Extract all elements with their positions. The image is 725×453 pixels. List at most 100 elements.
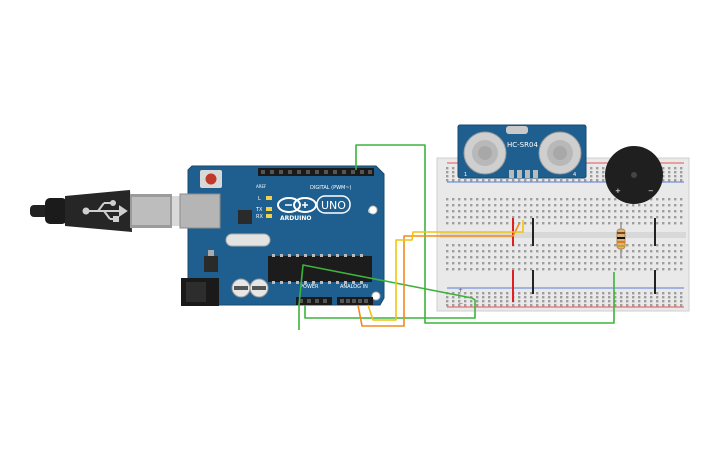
breadboard-hole[interactable] bbox=[662, 244, 665, 247]
breadboard-hole[interactable] bbox=[596, 296, 599, 299]
breadboard-hole[interactable] bbox=[566, 222, 569, 225]
breadboard-hole[interactable] bbox=[602, 304, 605, 307]
power-header[interactable] bbox=[296, 297, 332, 305]
breadboard-hole[interactable] bbox=[548, 244, 551, 247]
breadboard-hole[interactable] bbox=[542, 222, 545, 225]
breadboard-hole[interactable] bbox=[590, 216, 593, 219]
breadboard-hole[interactable] bbox=[626, 256, 629, 259]
breadboard[interactable]: + − bbox=[436, 157, 690, 312]
breadboard-hole[interactable] bbox=[668, 171, 671, 174]
breadboard-hole[interactable] bbox=[662, 250, 665, 253]
breadboard-hole[interactable] bbox=[566, 300, 569, 303]
breadboard-hole[interactable] bbox=[506, 244, 509, 247]
breadboard-hole[interactable] bbox=[572, 292, 575, 295]
breadboard-hole[interactable] bbox=[602, 268, 605, 271]
breadboard-hole[interactable] bbox=[572, 179, 575, 182]
breadboard-hole[interactable] bbox=[674, 304, 677, 307]
breadboard-hole[interactable] bbox=[536, 244, 539, 247]
breadboard-hole[interactable] bbox=[596, 198, 599, 201]
breadboard-hole[interactable] bbox=[476, 216, 479, 219]
breadboard-hole[interactable] bbox=[644, 244, 647, 247]
breadboard-hole[interactable] bbox=[554, 179, 557, 182]
breadboard-hole[interactable] bbox=[662, 256, 665, 259]
breadboard-hole[interactable] bbox=[512, 262, 515, 265]
breadboard-hole[interactable] bbox=[584, 210, 587, 213]
breadboard-hole[interactable] bbox=[650, 256, 653, 259]
breadboard-hole[interactable] bbox=[578, 222, 581, 225]
breadboard-hole[interactable] bbox=[674, 268, 677, 271]
breadboard-hole[interactable] bbox=[530, 210, 533, 213]
breadboard-hole[interactable] bbox=[656, 250, 659, 253]
breadboard-hole[interactable] bbox=[548, 198, 551, 201]
breadboard-hole[interactable] bbox=[488, 244, 491, 247]
breadboard-hole[interactable] bbox=[578, 198, 581, 201]
breadboard-hole[interactable] bbox=[632, 222, 635, 225]
breadboard-hole[interactable] bbox=[590, 175, 593, 178]
breadboard-hole[interactable] bbox=[482, 222, 485, 225]
breadboard-hole[interactable] bbox=[494, 216, 497, 219]
breadboard-hole[interactable] bbox=[566, 262, 569, 265]
breadboard-hole[interactable] bbox=[470, 179, 473, 182]
breadboard-hole[interactable] bbox=[584, 216, 587, 219]
breadboard-hole[interactable] bbox=[566, 198, 569, 201]
breadboard-hole[interactable] bbox=[494, 292, 497, 295]
breadboard-hole[interactable] bbox=[620, 292, 623, 295]
breadboard-hole[interactable] bbox=[590, 256, 593, 259]
breadboard-hole[interactable] bbox=[488, 292, 491, 295]
breadboard-hole[interactable] bbox=[578, 292, 581, 295]
breadboard-hole[interactable] bbox=[476, 204, 479, 207]
breadboard-hole[interactable] bbox=[470, 292, 473, 295]
breadboard-hole[interactable] bbox=[602, 292, 605, 295]
breadboard-hole[interactable] bbox=[662, 179, 665, 182]
breadboard-hole[interactable] bbox=[488, 216, 491, 219]
breadboard-hole[interactable] bbox=[446, 175, 449, 178]
breadboard-hole[interactable] bbox=[518, 222, 521, 225]
piezo-buzzer[interactable]: + − bbox=[605, 146, 663, 204]
breadboard-hole[interactable] bbox=[494, 222, 497, 225]
breadboard-hole[interactable] bbox=[662, 304, 665, 307]
breadboard-hole[interactable] bbox=[446, 304, 449, 307]
breadboard-hole[interactable] bbox=[632, 256, 635, 259]
breadboard-hole[interactable] bbox=[650, 222, 653, 225]
breadboard-hole[interactable] bbox=[470, 222, 473, 225]
breadboard-hole[interactable] bbox=[518, 250, 521, 253]
breadboard-hole[interactable] bbox=[608, 292, 611, 295]
breadboard-hole[interactable] bbox=[590, 210, 593, 213]
breadboard-hole[interactable] bbox=[590, 244, 593, 247]
breadboard-hole[interactable] bbox=[674, 250, 677, 253]
breadboard-hole[interactable] bbox=[536, 222, 539, 225]
breadboard-hole[interactable] bbox=[584, 256, 587, 259]
breadboard-hole[interactable] bbox=[560, 204, 563, 207]
breadboard-hole[interactable] bbox=[530, 244, 533, 247]
breadboard-hole[interactable] bbox=[572, 204, 575, 207]
breadboard-hole[interactable] bbox=[554, 256, 557, 259]
breadboard-hole[interactable] bbox=[452, 222, 455, 225]
breadboard-hole[interactable] bbox=[560, 296, 563, 299]
breadboard-hole[interactable] bbox=[494, 262, 497, 265]
breadboard-hole[interactable] bbox=[482, 262, 485, 265]
breadboard-hole[interactable] bbox=[572, 296, 575, 299]
breadboard-hole[interactable] bbox=[542, 296, 545, 299]
breadboard-hole[interactable] bbox=[482, 179, 485, 182]
breadboard-hole[interactable] bbox=[668, 167, 671, 170]
breadboard-hole[interactable] bbox=[644, 204, 647, 207]
breadboard-hole[interactable] bbox=[644, 304, 647, 307]
wire-green-digital-to-sensor[interactable] bbox=[355, 144, 615, 324]
breadboard-hole[interactable] bbox=[464, 300, 467, 303]
breadboard-hole[interactable] bbox=[452, 179, 455, 182]
breadboard-hole[interactable] bbox=[506, 198, 509, 201]
breadboard-hole[interactable] bbox=[626, 292, 629, 295]
breadboard-hole[interactable] bbox=[488, 204, 491, 207]
breadboard-hole[interactable] bbox=[620, 268, 623, 271]
breadboard-hole[interactable] bbox=[476, 300, 479, 303]
breadboard-hole[interactable] bbox=[482, 216, 485, 219]
breadboard-hole[interactable] bbox=[512, 256, 515, 259]
breadboard-hole[interactable] bbox=[572, 216, 575, 219]
breadboard-hole[interactable] bbox=[680, 167, 683, 170]
breadboard-hole[interactable] bbox=[596, 262, 599, 265]
breadboard-hole[interactable] bbox=[656, 268, 659, 271]
breadboard-hole[interactable] bbox=[656, 210, 659, 213]
breadboard-hole[interactable] bbox=[494, 300, 497, 303]
breadboard-hole[interactable] bbox=[632, 210, 635, 213]
breadboard-hole[interactable] bbox=[530, 304, 533, 307]
